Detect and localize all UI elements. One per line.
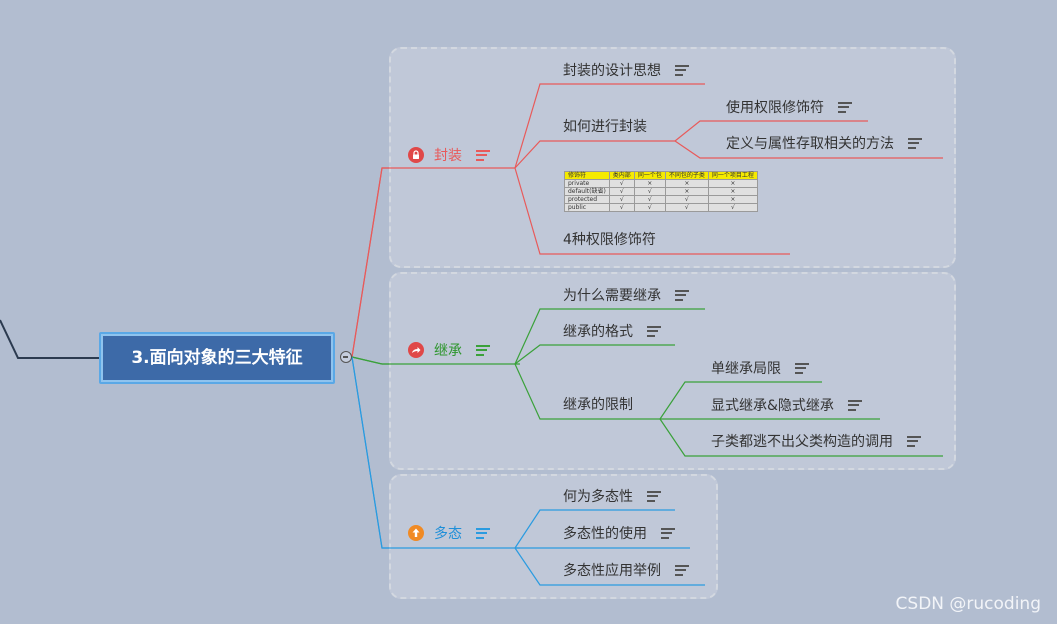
note-icon[interactable] bbox=[647, 325, 662, 337]
node-label: 如何进行封装 bbox=[563, 119, 647, 135]
note-icon[interactable] bbox=[795, 362, 810, 374]
topic-polymorphism[interactable]: 多态 bbox=[408, 525, 491, 543]
table-header: 不同包的子类 bbox=[664, 171, 709, 180]
table-cell: × bbox=[664, 187, 709, 196]
table-cell: √ bbox=[633, 187, 666, 196]
table-row: protected √ √ √ × bbox=[564, 195, 758, 204]
table-header: 同一个项目工程 bbox=[707, 171, 758, 180]
central-topic[interactable]: 3.面向对象的三大特征 bbox=[99, 332, 335, 384]
node-inh-format[interactable]: 继承的格式 bbox=[563, 323, 662, 341]
node-enc-modifiers[interactable]: 使用权限修饰符 bbox=[726, 99, 853, 117]
node-inh-explicit[interactable]: 显式继承&隐式继承 bbox=[711, 397, 863, 415]
note-icon[interactable] bbox=[848, 399, 863, 411]
node-inh-why[interactable]: 为什么需要继承 bbox=[563, 287, 690, 305]
table-cell: private bbox=[564, 179, 610, 188]
node-label: 子类都逃不出父类构造的调用 bbox=[711, 434, 893, 450]
incoming-connector bbox=[0, 319, 99, 359]
table-header: 同一个包 bbox=[633, 171, 666, 180]
node-label: 定义与属性存取相关的方法 bbox=[726, 136, 894, 152]
table-cell: × bbox=[633, 179, 666, 188]
table-row: default(缺省) √ √ × × bbox=[564, 187, 758, 196]
node-enc-accessors[interactable]: 定义与属性存取相关的方法 bbox=[726, 135, 923, 153]
note-icon[interactable] bbox=[476, 527, 491, 539]
watermark: CSDN @rucoding bbox=[895, 594, 1041, 614]
node-label: 使用权限修饰符 bbox=[726, 100, 824, 116]
node-enc-how[interactable]: 如何进行封装 bbox=[563, 118, 647, 136]
lock-icon bbox=[408, 147, 424, 163]
access-modifier-table: 修饰符 类内部 同一个包 不同包的子类 同一个项目工程 private √ × … bbox=[564, 171, 758, 212]
topic-inheritance[interactable]: 继承 bbox=[408, 342, 491, 360]
table-cell: protected bbox=[564, 195, 610, 204]
table-cell: public bbox=[564, 203, 610, 212]
note-icon[interactable] bbox=[838, 101, 853, 113]
node-inh-limits[interactable]: 继承的限制 bbox=[563, 396, 633, 414]
node-enc-four-modifiers[interactable]: 4种权限修饰符 bbox=[563, 231, 656, 249]
topic-inheritance-label: 继承 bbox=[434, 343, 462, 359]
node-label: 多态性的使用 bbox=[563, 526, 647, 542]
table-header: 修饰符 bbox=[564, 171, 610, 180]
table-cell: √ bbox=[608, 195, 635, 204]
up-arrow-icon bbox=[408, 525, 424, 541]
node-label: 继承的格式 bbox=[563, 324, 633, 340]
note-icon[interactable] bbox=[908, 137, 923, 149]
note-icon[interactable] bbox=[476, 149, 491, 161]
topic-encapsulation[interactable]: 封装 bbox=[408, 147, 491, 165]
note-icon[interactable] bbox=[675, 289, 690, 301]
node-poly-example[interactable]: 多态性应用举例 bbox=[563, 562, 690, 580]
table-cell: √ bbox=[608, 179, 635, 188]
table-cell: √ bbox=[664, 195, 709, 204]
node-inh-single[interactable]: 单继承局限 bbox=[711, 360, 810, 378]
table-row: private √ × × × bbox=[564, 179, 758, 188]
note-icon[interactable] bbox=[647, 490, 662, 502]
table-cell: √ bbox=[633, 195, 666, 204]
note-icon[interactable] bbox=[675, 64, 690, 76]
table-cell: × bbox=[707, 179, 758, 188]
table-cell: √ bbox=[707, 203, 758, 212]
topic-encapsulation-label: 封装 bbox=[434, 148, 462, 164]
table-cell: √ bbox=[608, 203, 635, 212]
table-cell: × bbox=[707, 187, 758, 196]
table-cell: √ bbox=[608, 187, 635, 196]
node-inh-constructor[interactable]: 子类都逃不出父类构造的调用 bbox=[711, 433, 922, 451]
table-cell: × bbox=[664, 179, 709, 188]
table-row: public √ √ √ √ bbox=[564, 203, 758, 212]
node-enc-design[interactable]: 封装的设计思想 bbox=[563, 62, 690, 80]
table-header: 类内部 bbox=[608, 171, 635, 180]
node-label: 封装的设计思想 bbox=[563, 63, 661, 79]
node-label: 继承的限制 bbox=[563, 397, 633, 413]
collapse-toggle[interactable] bbox=[340, 351, 352, 363]
share-arrow-icon bbox=[408, 342, 424, 358]
node-label: 4种权限修饰符 bbox=[563, 232, 656, 248]
node-poly-what[interactable]: 何为多态性 bbox=[563, 488, 662, 506]
table-cell: default(缺省) bbox=[564, 187, 610, 196]
note-icon[interactable] bbox=[907, 435, 922, 447]
note-icon[interactable] bbox=[476, 344, 491, 356]
table-cell: √ bbox=[633, 203, 666, 212]
node-label: 多态性应用举例 bbox=[563, 563, 661, 579]
node-poly-usage[interactable]: 多态性的使用 bbox=[563, 525, 676, 543]
table-cell: × bbox=[707, 195, 758, 204]
note-icon[interactable] bbox=[661, 527, 676, 539]
node-label: 单继承局限 bbox=[711, 361, 781, 377]
note-icon[interactable] bbox=[675, 564, 690, 576]
node-label: 为什么需要继承 bbox=[563, 288, 661, 304]
table-cell: √ bbox=[664, 203, 709, 212]
node-label: 何为多态性 bbox=[563, 489, 633, 505]
topic-polymorphism-label: 多态 bbox=[434, 526, 462, 542]
node-label: 显式继承&隐式继承 bbox=[711, 398, 834, 414]
